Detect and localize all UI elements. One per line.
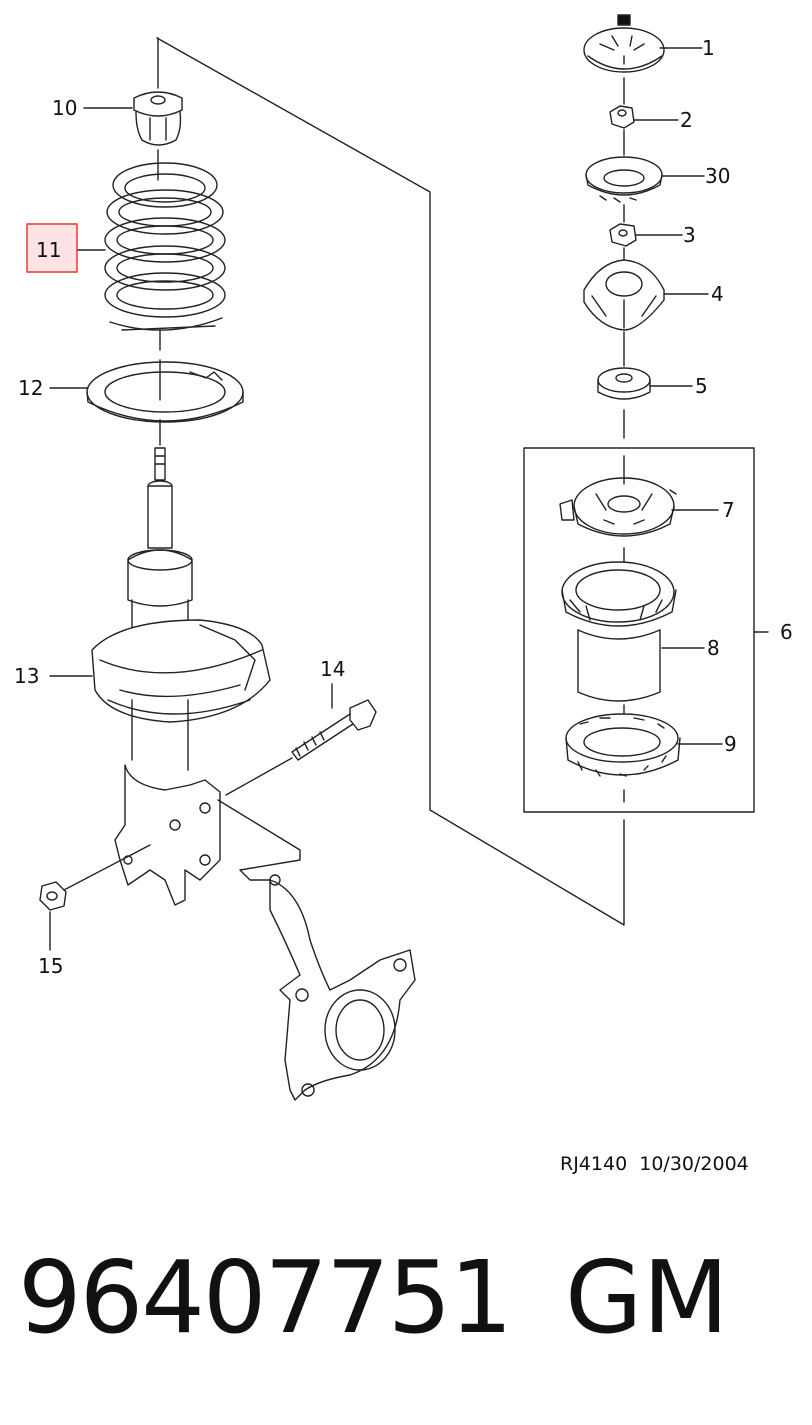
callout-1[interactable]: 1	[702, 36, 715, 60]
callout-11[interactable]: 11	[36, 238, 61, 262]
brand-name: GM	[565, 1239, 729, 1356]
bolt-14	[225, 683, 377, 796]
coil-spring-11	[104, 162, 226, 351]
highlight-box-11	[26, 223, 78, 273]
callout-6[interactable]: 6	[780, 620, 793, 644]
callout-15[interactable]: 15	[38, 954, 63, 978]
callout-8[interactable]: 8	[707, 636, 720, 660]
nut-3	[609, 223, 637, 263]
nut-15	[39, 844, 151, 951]
knuckle-bracket	[114, 764, 416, 1101]
callout-5[interactable]: 5	[695, 374, 708, 398]
callout-12[interactable]: 12	[18, 376, 43, 400]
kit-box-6	[523, 447, 769, 813]
seat-9	[565, 713, 681, 803]
mount-4	[583, 259, 665, 367]
callout-2[interactable]: 2	[680, 108, 693, 132]
bearing-7	[559, 455, 677, 566]
nut-2	[609, 105, 635, 156]
callout-7[interactable]: 7	[722, 498, 735, 522]
bump-stop-10	[133, 37, 183, 181]
strut-rod	[147, 447, 173, 549]
boot-8	[561, 561, 677, 721]
callout-13[interactable]: 13	[14, 664, 39, 688]
callout-14[interactable]: 14	[320, 657, 345, 681]
spring-seat-12	[86, 359, 244, 446]
drawing-reference: RJ4140 10/30/2004	[560, 1153, 749, 1175]
leader-lines	[49, 47, 723, 745]
spring-cup-13	[91, 619, 271, 771]
explode-outline	[156, 37, 625, 926]
callout-4[interactable]: 4	[711, 282, 724, 306]
callout-30[interactable]: 30	[705, 164, 730, 188]
callout-3[interactable]: 3	[683, 223, 696, 247]
cap-1	[583, 14, 665, 105]
callout-labels: 1 2 30 3 4 5 6 7 8 9 10 11 12 13 14 15	[14, 36, 793, 978]
callout-9[interactable]: 9	[724, 732, 737, 756]
part-number: 96407751	[18, 1239, 513, 1356]
callout-10[interactable]: 10	[52, 96, 77, 120]
washer-30	[585, 156, 663, 223]
washer-5	[597, 367, 651, 439]
